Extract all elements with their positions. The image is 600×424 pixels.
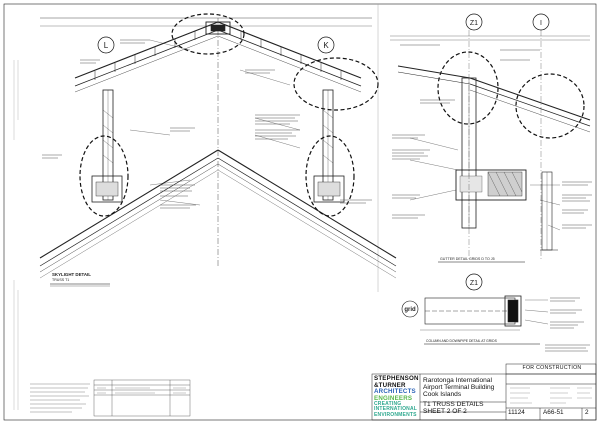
sheet-title-line-1: T1 TRUSS DETAILS bbox=[423, 401, 484, 408]
project-line-3: Cook Islands bbox=[423, 390, 462, 398]
column-notes bbox=[545, 297, 590, 352]
grid-marker-label: grid bbox=[404, 307, 416, 313]
job-number: 11124 bbox=[508, 409, 525, 416]
sheet-title: T1 TRUSS DETAILS SHEET 2 OF 2 bbox=[423, 401, 484, 416]
general-notes bbox=[30, 383, 90, 413]
skylight-detail bbox=[39, 17, 397, 279]
firm-line-1: STEPHENSON bbox=[374, 375, 419, 382]
status-stamp: FOR CONSTRUCTION bbox=[522, 365, 582, 371]
project-line-2: Airport Terminal Building bbox=[423, 383, 495, 391]
project-line-1: Rarotonga International bbox=[423, 377, 492, 384]
skylight-detail-subtitle: TRUSS T1 bbox=[52, 278, 69, 282]
firm-line-2: &TURNER bbox=[374, 381, 406, 389]
drawing-number: A66-51 bbox=[543, 409, 564, 416]
firm-line-7: ENVIRONMENTS bbox=[374, 411, 417, 418]
callout-Z1-top: Z1 bbox=[470, 20, 478, 27]
margin-notes bbox=[13, 60, 19, 410]
skylight-detail-title: SKYLIGHT DETAIL bbox=[52, 272, 91, 277]
revision-number: 2 bbox=[585, 409, 589, 416]
grid-marker bbox=[401, 300, 419, 318]
sheet-title-line-2: SHEET 2 OF 2 bbox=[423, 407, 467, 415]
revision-table-entries bbox=[97, 387, 186, 394]
column-detail-title: COLUMN AND DOWNPIPE DETAIL AT GRIDS bbox=[426, 339, 498, 343]
gutter-detail-title: GUTTER DETAIL GRIDS D TO J5 bbox=[440, 257, 495, 261]
firm-line-6: INTERNATIONAL bbox=[374, 406, 418, 413]
callout-Z1-bottom: Z1 bbox=[470, 280, 478, 287]
firm-line-5: CREATING bbox=[374, 401, 402, 407]
firm-line-3: ARCHITECTS bbox=[374, 388, 416, 395]
project-title: Rarotonga International Airport Terminal… bbox=[423, 377, 495, 399]
title-block-frame bbox=[371, 363, 597, 421]
revision-table bbox=[93, 379, 191, 417]
title-block-fields bbox=[510, 387, 592, 404]
firm-line-4: ENGINEERS bbox=[374, 394, 413, 402]
callout-L: L bbox=[104, 41, 109, 50]
callout-K: K bbox=[323, 41, 329, 50]
gutter-detail bbox=[390, 30, 591, 260]
column-downpipe-detail bbox=[420, 295, 549, 331]
skylight-notes bbox=[42, 39, 372, 209]
gutter-notes bbox=[392, 44, 592, 229]
callout-I: I bbox=[540, 20, 542, 27]
firm-logo: STEPHENSON &TURNER ARCHITECTS ENGINEERS … bbox=[374, 375, 419, 418]
